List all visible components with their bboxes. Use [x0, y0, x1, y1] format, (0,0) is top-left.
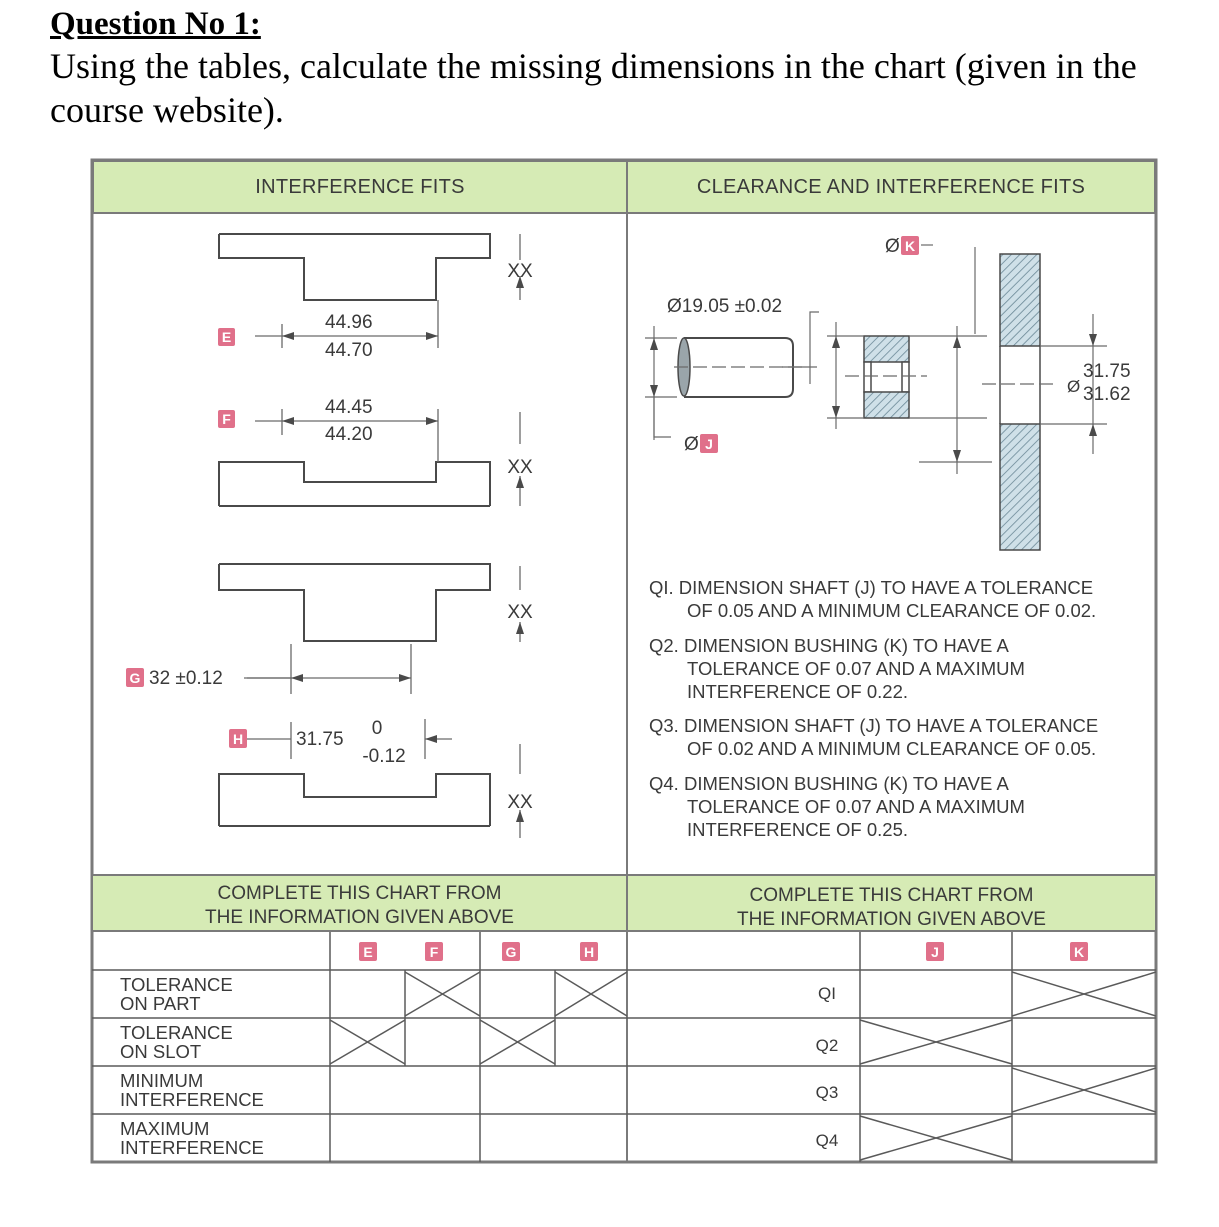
- f-upper-limit: 44.45: [325, 397, 373, 418]
- hole-lower-limit: 31.62: [1083, 384, 1131, 405]
- row-label-min-interference-1: MINIMUM: [120, 1070, 203, 1091]
- k-diameter-symbol: Ø: [885, 236, 900, 257]
- xx-label-g: XX: [507, 602, 533, 623]
- shaft-dimension: Ø19.05 ±0.02: [667, 296, 782, 317]
- row-label-q1: QI: [818, 984, 836, 1003]
- g-marker: G: [126, 668, 144, 687]
- e-lower-limit: 44.70: [325, 340, 373, 361]
- question-text: Using the tables, calculate the missing …: [50, 46, 1137, 130]
- svg-text:G: G: [130, 670, 141, 686]
- f-lower-limit: 44.20: [325, 424, 373, 445]
- row-label-tolerance-part-1: TOLERANCE: [120, 974, 233, 995]
- right-chart-table: J K QI Q2 Q3 Q4: [627, 932, 1156, 1162]
- row-label-q4: Q4: [816, 1131, 839, 1150]
- question-q1: QI. DIMENSION SHAFT (J) TO HAVE A TOLERA…: [649, 577, 1097, 621]
- row-label-tolerance-slot-2: ON SLOT: [120, 1041, 201, 1062]
- col-g-marker: G: [502, 942, 520, 961]
- h-upper-deviation: 0: [372, 718, 383, 739]
- row-label-max-interference-2: INTERFERENCE: [120, 1137, 264, 1158]
- left-chart-table: E F G H TOLERANCE ON PART TOLERANCE ON S…: [92, 932, 627, 1162]
- svg-text:F: F: [430, 944, 439, 960]
- question-title: Question No 1:: [50, 6, 261, 42]
- j-diameter-symbol: Ø: [684, 434, 699, 455]
- svg-text:F: F: [222, 411, 231, 427]
- svg-text:E: E: [222, 329, 231, 345]
- svg-text:J: J: [931, 944, 939, 960]
- interference-fits-header: INTERFERENCE FITS: [92, 160, 628, 214]
- svg-text:H: H: [584, 944, 594, 960]
- row-label-q3: Q3: [816, 1083, 839, 1102]
- row-label-min-interference-2: INTERFERENCE: [120, 1089, 264, 1110]
- right-chart-header: COMPLETE THIS CHART FROM THE INFORMATION…: [628, 874, 1155, 932]
- e-upper-limit: 44.96: [325, 312, 373, 333]
- e-marker: E: [218, 328, 235, 346]
- question-q4: Q4. DIMENSION BUSHING (K) TO HAVE A TOLE…: [649, 773, 1025, 840]
- col-k-marker: K: [1070, 942, 1088, 961]
- h-marker: H: [229, 729, 247, 748]
- col-f-marker: F: [425, 942, 443, 961]
- clearance-drawings: Ø19.05 ±0.02 Ø Ø Ø 31.75 31.62 K J: [645, 236, 1131, 551]
- svg-text:G: G: [506, 944, 517, 960]
- col-j-marker: J: [926, 942, 944, 961]
- xx-label-f: XX: [507, 457, 533, 478]
- row-label-tolerance-part-2: ON PART: [120, 993, 201, 1014]
- svg-text:H: H: [233, 731, 243, 747]
- hole-diameter-symbol: Ø: [1067, 377, 1080, 396]
- xx-label-h: XX: [507, 792, 533, 813]
- row-label-q2: Q2: [816, 1036, 839, 1055]
- f-marker: F: [218, 410, 235, 428]
- svg-text:E: E: [363, 944, 372, 960]
- interference-drawings: XX XX XX XX 44.96 44.70 44.45 44.20 32 ±…: [126, 233, 533, 838]
- g-dimension: 32 ±0.12: [149, 668, 223, 689]
- left-chart-header: COMPLETE THIS CHART FROM THE INFORMATION…: [93, 874, 626, 932]
- row-label-max-interference-1: MAXIMUM: [120, 1118, 209, 1139]
- col-h-marker: H: [580, 942, 598, 961]
- k-marker: K: [901, 236, 919, 255]
- clearance-interference-header: CLEARANCE AND INTERFERENCE FITS: [626, 160, 1156, 214]
- question-q2: Q2. DIMENSION BUSHING (K) TO HAVE A TOLE…: [649, 635, 1025, 702]
- xx-label-e: XX: [507, 261, 533, 282]
- h-lower-deviation: -0.12: [362, 746, 405, 767]
- svg-text:K: K: [905, 238, 915, 254]
- svg-text:J: J: [705, 436, 713, 452]
- j-marker: J: [700, 434, 718, 453]
- question-q3: Q3. DIMENSION SHAFT (J) TO HAVE A TOLERA…: [649, 715, 1099, 759]
- h-basic-size: 31.75: [296, 729, 344, 750]
- row-label-tolerance-slot-1: TOLERANCE: [120, 1022, 233, 1043]
- svg-text:K: K: [1074, 944, 1084, 960]
- hole-upper-limit: 31.75: [1083, 361, 1131, 382]
- figure: INTERFERENCE FITS CLEARANCE AND INTERFER…: [90, 158, 1158, 1164]
- col-e-marker: E: [359, 942, 377, 961]
